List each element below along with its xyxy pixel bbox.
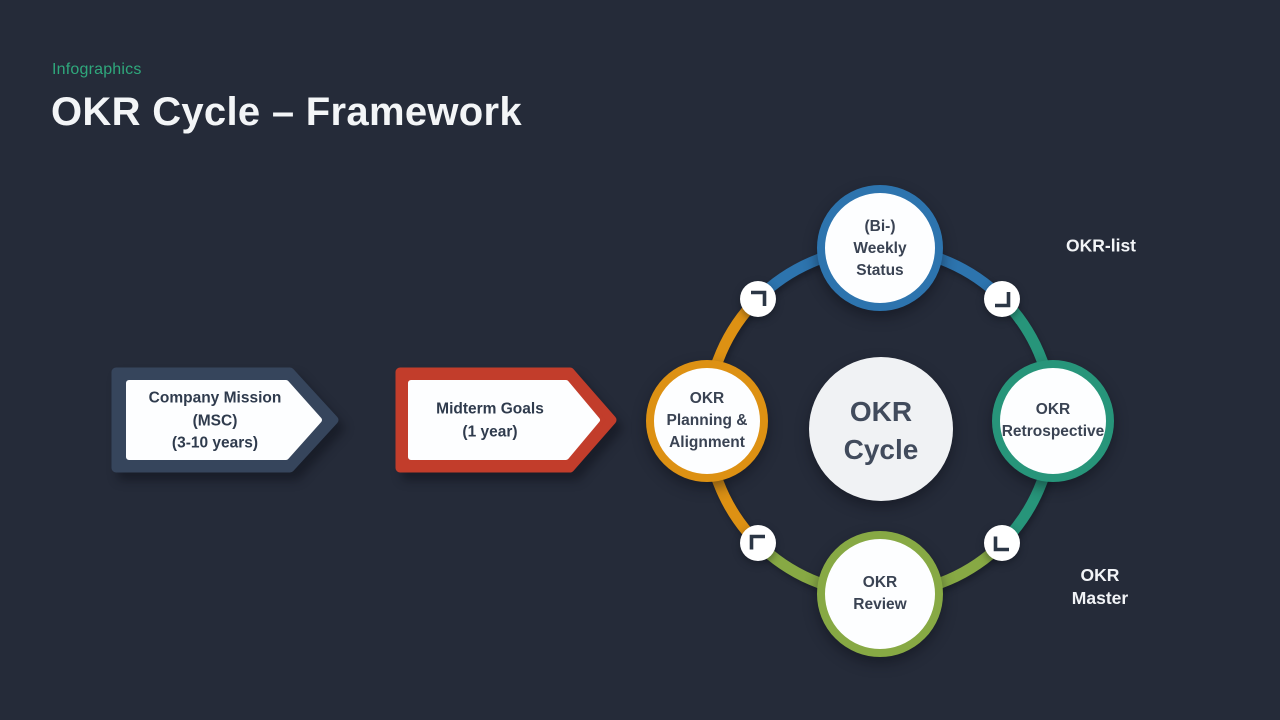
node-circle-planning [646, 360, 768, 482]
node-circle-weekly-status [817, 185, 943, 311]
junction-dot [984, 281, 1020, 317]
node-circle-review [817, 531, 943, 657]
junction-bottom-left [740, 525, 776, 561]
midterm-arrow-body [408, 380, 600, 460]
junction-dot [740, 525, 776, 561]
corner-turn-icon [995, 292, 1011, 308]
junction-dot [984, 525, 1020, 561]
mission-arrow-shape [111, 367, 339, 473]
junction-top-right [984, 281, 1020, 317]
corner-turn-icon [993, 536, 1009, 552]
mission-arrow-body [126, 380, 322, 460]
midterm-arrow-shape [395, 367, 617, 473]
corner-turn-icon [751, 290, 767, 306]
page-title: OKR Cycle – Framework [51, 90, 522, 134]
corner-turn-icon [749, 534, 765, 550]
junction-bottom-right [984, 525, 1020, 561]
junction-dot [740, 281, 776, 317]
junction-top-left [740, 281, 776, 317]
eyebrow-label: Infographics [52, 61, 142, 78]
node-circle-retrospective [992, 360, 1114, 482]
center-circle [809, 357, 953, 501]
